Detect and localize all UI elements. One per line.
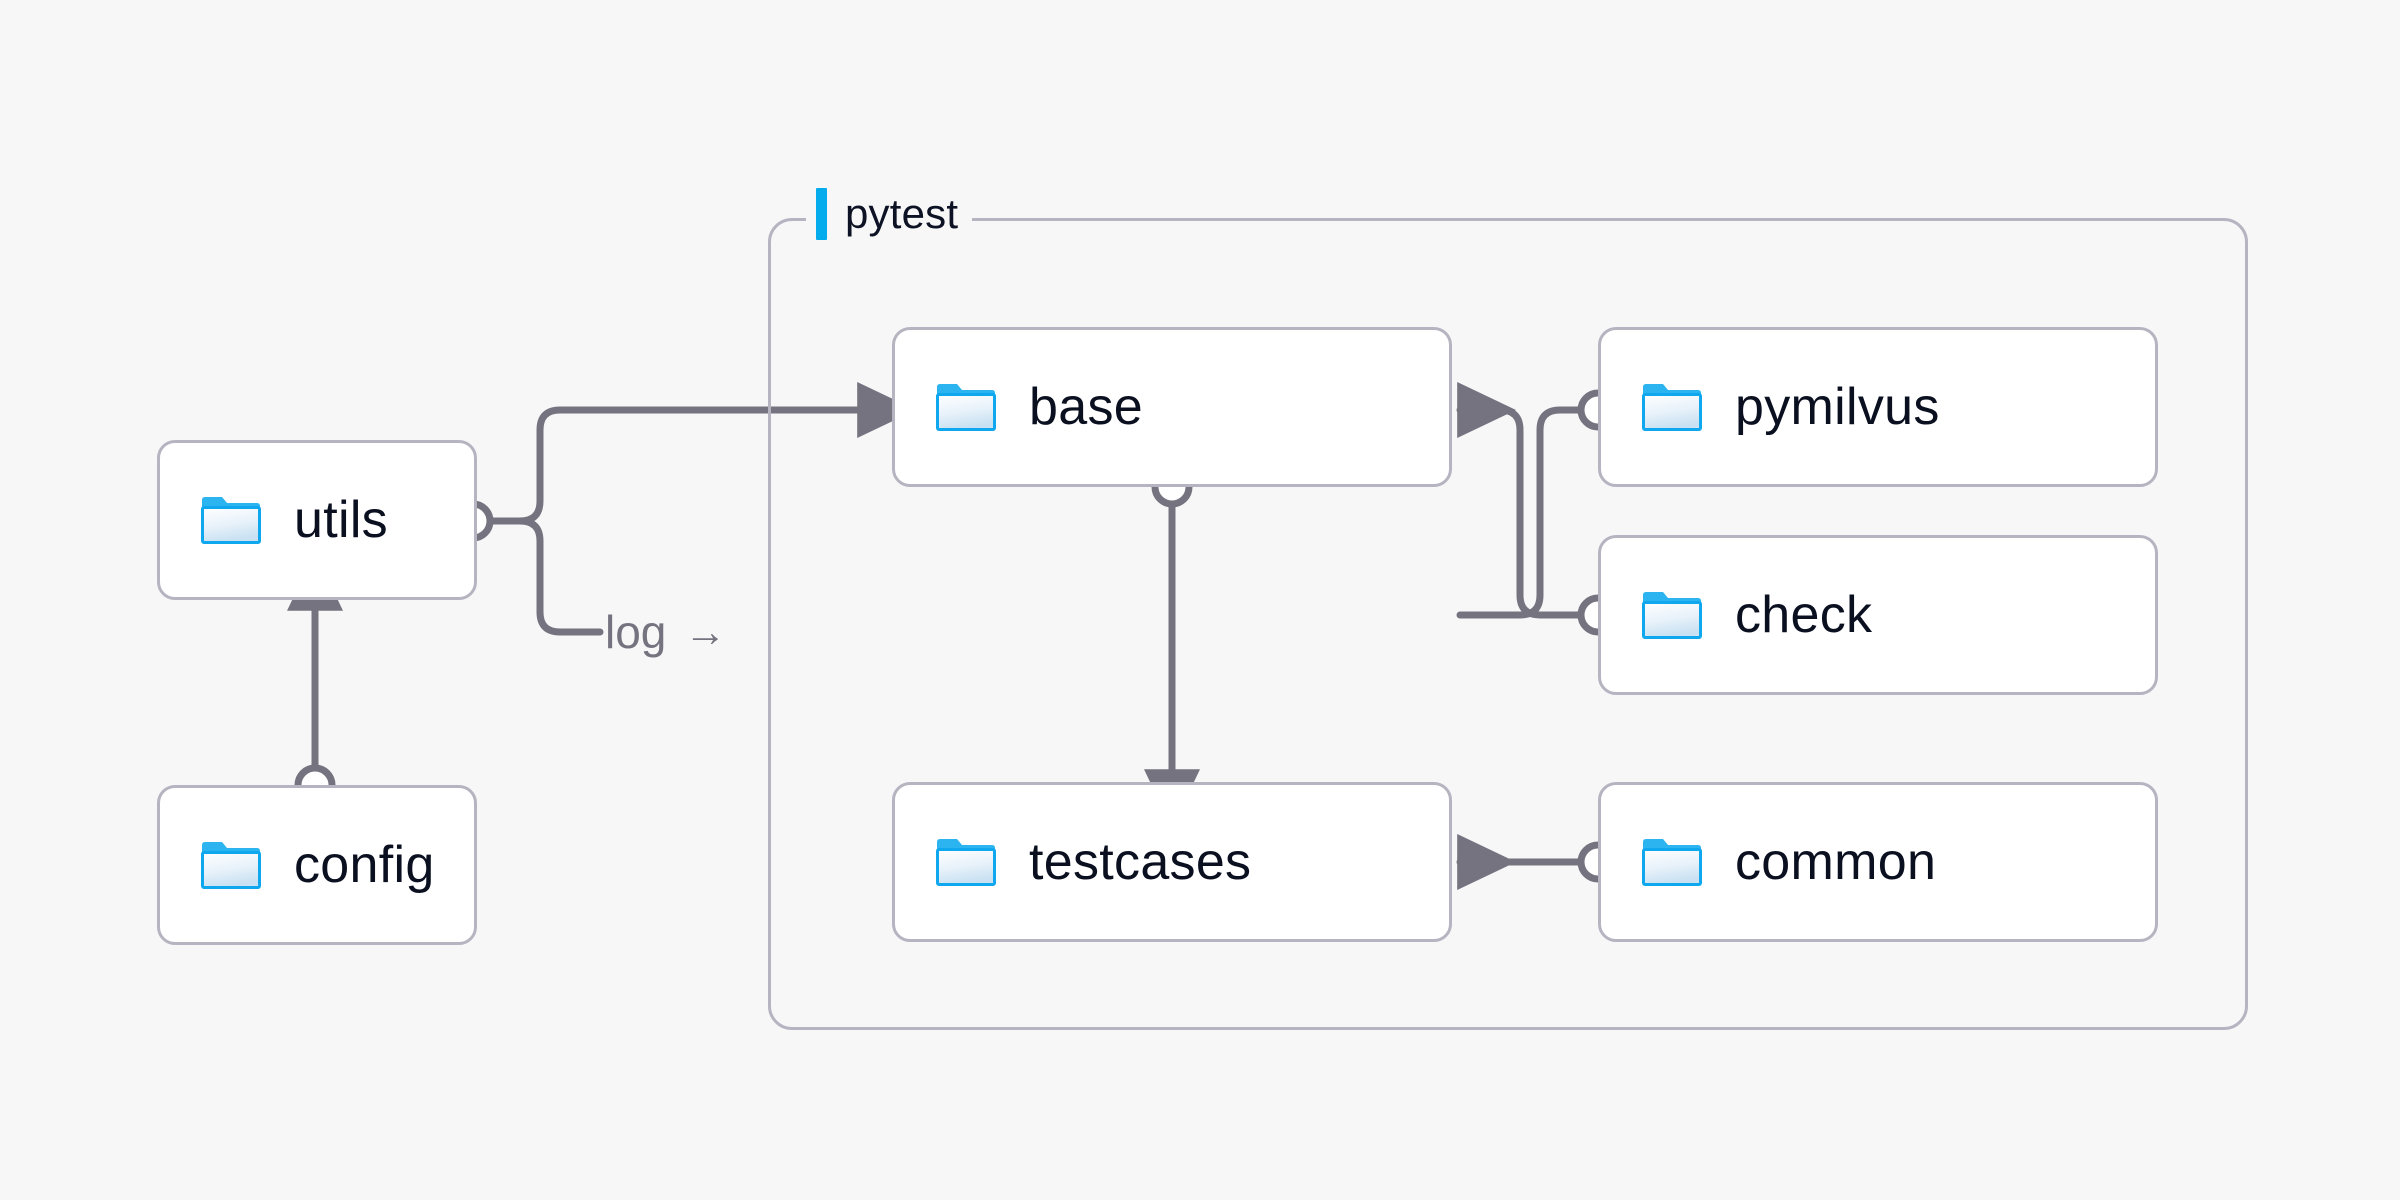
node-common-label: common xyxy=(1735,833,1937,891)
node-utils[interactable]: utils xyxy=(157,440,477,600)
folder-icon xyxy=(1641,837,1703,887)
folder-icon xyxy=(200,840,262,890)
folder-icon xyxy=(1641,590,1703,640)
arrow-right-icon: → xyxy=(684,608,727,655)
node-pymilvus-label: pymilvus xyxy=(1735,378,1940,436)
node-base[interactable]: base xyxy=(892,327,1452,487)
accent-bar-icon xyxy=(816,188,827,240)
node-testcases-label: testcases xyxy=(1029,833,1252,891)
group-pytest-label: pytest xyxy=(806,186,973,242)
node-config-label: config xyxy=(294,836,435,894)
node-config[interactable]: config xyxy=(157,785,477,945)
node-common[interactable]: common xyxy=(1598,782,2158,942)
edge-utils-log xyxy=(483,517,604,636)
group-pytest-label-text: pytest xyxy=(845,190,959,237)
folder-icon xyxy=(935,382,997,432)
folder-icon xyxy=(935,837,997,887)
group-pytest xyxy=(768,218,2248,1030)
edge-label-log: log → xyxy=(605,605,726,659)
node-testcases[interactable]: testcases xyxy=(892,782,1452,942)
node-utils-label: utils xyxy=(294,491,388,549)
edge-label-log-text: log xyxy=(605,606,667,658)
node-base-label: base xyxy=(1029,378,1143,436)
node-check[interactable]: check xyxy=(1598,535,2158,695)
node-check-label: check xyxy=(1735,586,1873,644)
folder-icon xyxy=(200,495,262,545)
folder-icon xyxy=(1641,382,1703,432)
node-pymilvus[interactable]: pymilvus xyxy=(1598,327,2158,487)
